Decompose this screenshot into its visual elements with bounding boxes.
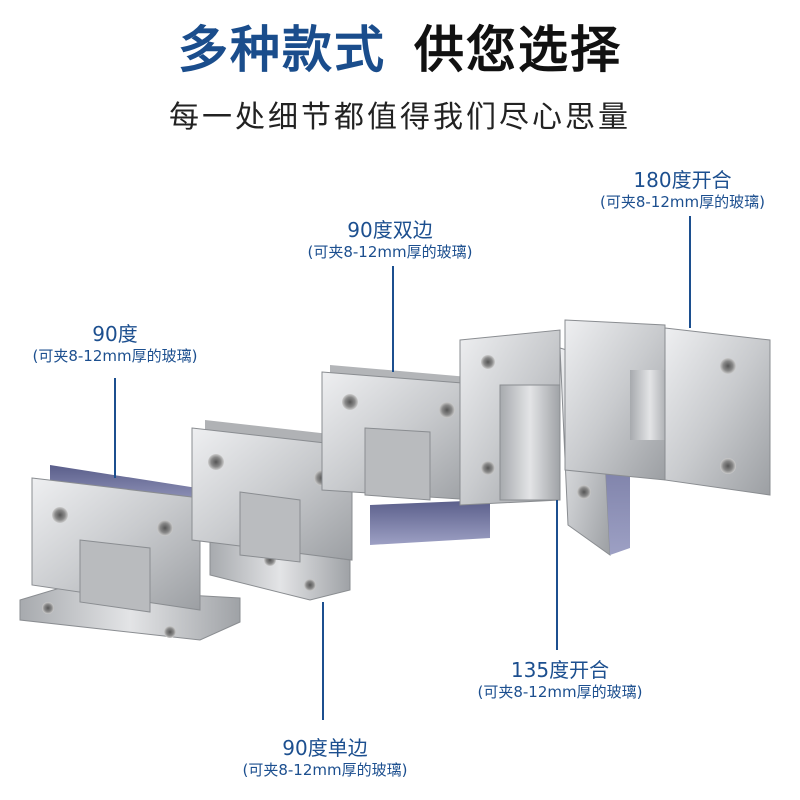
- leader-line-135: [556, 500, 558, 650]
- screw-icon: [304, 579, 316, 591]
- label-spec: (可夹8-12mm厚的玻璃): [307, 243, 473, 261]
- label-spec: (可夹8-12mm厚的玻璃): [32, 347, 198, 365]
- screw-icon: [342, 394, 358, 410]
- label-name: 180度开合: [633, 168, 732, 192]
- label-135-degree: 135度开合 (可夹8-12mm厚的玻璃): [440, 658, 680, 702]
- title-part-1: 多种款式: [178, 21, 386, 79]
- label-name: 90度双边: [347, 218, 433, 242]
- leader-line-90-double: [392, 266, 394, 372]
- main-title: 多种款式供您选择: [0, 18, 800, 82]
- screw-icon: [42, 602, 54, 614]
- hinge-90-degree-double-side: [321, 365, 492, 545]
- subtitle: 每一处细节都值得我们尽心思量: [169, 100, 631, 135]
- screw-icon: [439, 402, 455, 418]
- screw-icon: [157, 520, 173, 536]
- label-spec: (可夹8-12mm厚的玻璃): [600, 193, 765, 211]
- label-spec: (可夹8-12mm厚的玻璃): [242, 761, 408, 779]
- label-90-degree: 90度 (可夹8-12mm厚的玻璃): [0, 322, 230, 366]
- leader-line-180: [689, 216, 691, 328]
- leader-line-90-single: [322, 602, 324, 720]
- label-180-degree: 180度开合 (可夹8-12mm厚的玻璃): [565, 168, 800, 212]
- screw-icon: [720, 458, 736, 474]
- screw-icon: [52, 507, 68, 523]
- screw-icon: [577, 485, 591, 499]
- title-part-2: 供您选择: [414, 21, 622, 79]
- screw-icon: [208, 454, 224, 470]
- hinge-90-degree: [19, 465, 241, 641]
- label-90-degree-double-side: 90度双边 (可夹8-12mm厚的玻璃): [270, 218, 510, 262]
- screw-icon: [481, 461, 495, 475]
- screw-icon: [720, 358, 736, 374]
- label-spec: (可夹8-12mm厚的玻璃): [477, 683, 643, 701]
- leader-line-90: [114, 378, 116, 478]
- label-90-degree-single-side: 90度单边 (可夹8-12mm厚的玻璃): [205, 736, 445, 780]
- label-name: 90度: [92, 322, 138, 346]
- hinge-180-degree: [564, 319, 771, 496]
- screw-icon: [164, 626, 176, 638]
- label-name: 90度单边: [282, 736, 368, 760]
- label-name: 135度开合: [510, 658, 610, 682]
- screw-icon: [481, 355, 495, 369]
